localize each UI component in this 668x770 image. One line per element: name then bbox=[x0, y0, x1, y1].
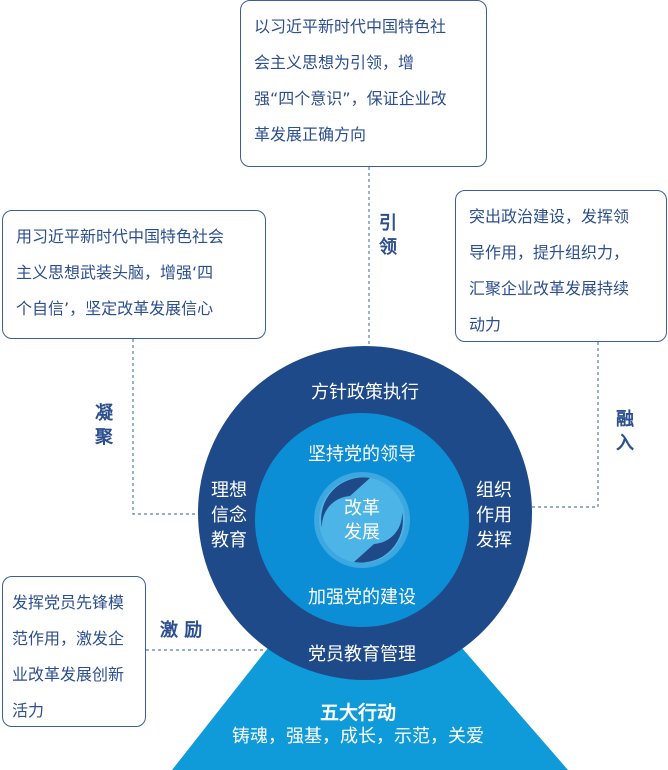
text-line: 组织 bbox=[476, 480, 512, 501]
label-char: 凝 bbox=[95, 403, 113, 424]
goal-box-left: 用习近平新时代中国特色社会 主义思想武装头脑，增强‘四 个自信’，坚定改革发展信… bbox=[2, 210, 266, 339]
box-line: 导作用，提升组织力， bbox=[469, 243, 630, 262]
goal-box-right: 突出政治建设，发挥领 导作用，提升组织力， 汇聚企业改革发展持续 动力 bbox=[455, 190, 667, 342]
text-line: 信念 bbox=[211, 505, 247, 526]
text-line: 发挥 bbox=[476, 530, 512, 551]
base-triangle bbox=[172, 648, 568, 770]
box-line: 突出政治建设，发挥领 bbox=[469, 207, 630, 226]
connector-left bbox=[132, 339, 200, 515]
connector-right bbox=[530, 342, 599, 508]
box-line: 以习近平新时代中国特色社 bbox=[254, 17, 447, 36]
label-char: 融 bbox=[616, 409, 634, 430]
core-circle bbox=[319, 477, 405, 563]
label-inspire: 激 励 bbox=[160, 620, 203, 641]
text-line: 教育 bbox=[211, 530, 247, 551]
label-char: 领 bbox=[379, 237, 397, 258]
text-line: 作用 bbox=[476, 505, 512, 526]
label-char: 入 bbox=[616, 433, 634, 454]
swirl-icon-2 bbox=[354, 512, 403, 563]
box-line: 主义思想武装头脑，增强‘四 bbox=[16, 263, 214, 282]
box-line: 强“四个意识”，保证企业改 bbox=[254, 89, 447, 108]
swirl-icon bbox=[321, 477, 370, 528]
core-text: 改革 发展 bbox=[332, 497, 392, 545]
box-line: 动力 bbox=[469, 315, 502, 334]
box-line: 业改革发展创新 bbox=[12, 665, 125, 684]
goal-box-top: 以习近平新时代中国特色社 会主义思想为引领，增 强“四个意识”，保证企业改 革发… bbox=[240, 0, 487, 167]
goal-box-bottom-left: 发挥党员先锋模 范作用，激发企 业改革发展创新 活力 bbox=[2, 576, 146, 727]
outer-top-text: 方针政策执行 bbox=[311, 382, 419, 403]
inner-bottom-text: 加强党的建设 bbox=[308, 587, 416, 608]
box-line: 个自信’，坚定改革发展信心 bbox=[16, 299, 214, 318]
label-char: 聚 bbox=[95, 427, 113, 448]
outer-bottom-text: 党员教育管理 bbox=[308, 644, 416, 665]
box-line: 发挥党员先锋模 bbox=[12, 593, 125, 612]
outer-right-text: 组织 作用 发挥 bbox=[469, 478, 519, 553]
outer-left-text: 理想 信念 教育 bbox=[204, 478, 254, 553]
base-subtitle: 铸魂，强基，成长，示范，关爱 bbox=[232, 726, 484, 747]
text-line: 改革 bbox=[344, 498, 380, 519]
box-line: 用习近平新时代中国特色社会 bbox=[16, 227, 225, 246]
text-line: 发展 bbox=[344, 522, 380, 543]
label-gather: 凝 聚 bbox=[94, 402, 114, 450]
text-line: 理想 bbox=[211, 480, 247, 501]
label-lead: 引 领 bbox=[378, 212, 398, 260]
box-line: 革发展正确方向 bbox=[254, 125, 367, 144]
box-line: 会主义思想为引领，增 bbox=[254, 53, 415, 72]
inner-top-text: 坚持党的领导 bbox=[308, 444, 416, 465]
base-title: 五大行动 bbox=[319, 702, 396, 724]
label-merge: 融 入 bbox=[615, 408, 635, 456]
label-char: 引 bbox=[379, 213, 397, 234]
box-line: 范作用，激发企 bbox=[12, 629, 125, 648]
box-line: 汇聚企业改革发展持续 bbox=[469, 279, 630, 298]
box-line: 活力 bbox=[12, 701, 45, 720]
